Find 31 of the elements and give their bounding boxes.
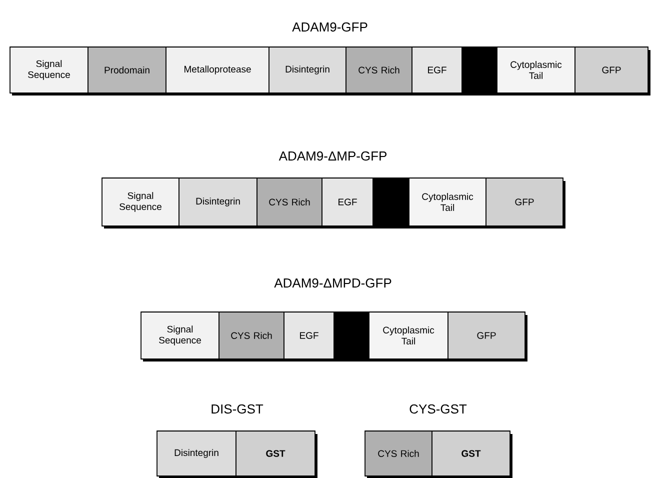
domain-box: CYS Rich [256,178,322,226]
construct-title: DIS-GST [212,404,264,414]
construct-title: ADAM9-ΔMP-GFP [278,151,386,161]
domain-box [334,312,370,360]
domain-box: Cytoplasmic Tail [408,178,486,226]
domain-box: Metalloprotease [166,46,270,94]
construct-title: ADAM9-ΔMPD-GFP [274,278,392,288]
domain-box: CYS Rich [218,312,284,360]
domain-box: Prodomain [88,46,166,94]
domain-box: Disintegrin [156,430,236,476]
domain-box: Signal Sequence [140,312,220,360]
domain-box [372,178,410,226]
domain-box: GFP [448,312,526,360]
construct-title: ADAM9-GFP [292,22,368,32]
domain-box: GFP [486,178,564,226]
domain-box: Signal Sequence [10,46,88,94]
domain-box: EGF [322,178,374,226]
domain-box: CYS Rich [346,46,412,94]
construct-title: CYS-GST [410,404,467,414]
domain-box: EGF [412,46,462,94]
domain-box: Disintegrin [178,178,258,226]
domain-box: GFP [574,46,648,94]
domain-box [462,46,498,94]
domain-box: Signal Sequence [102,178,180,226]
domain-box: GST [432,430,510,476]
domain-box: Disintegrin [268,46,346,94]
domain-box: Cytoplasmic Tail [368,312,448,360]
domain-box: CYS Rich [364,430,432,476]
domain-box: GST [236,430,316,476]
domain-box: Cytoplasmic Tail [496,46,576,94]
domain-box: EGF [284,312,334,360]
